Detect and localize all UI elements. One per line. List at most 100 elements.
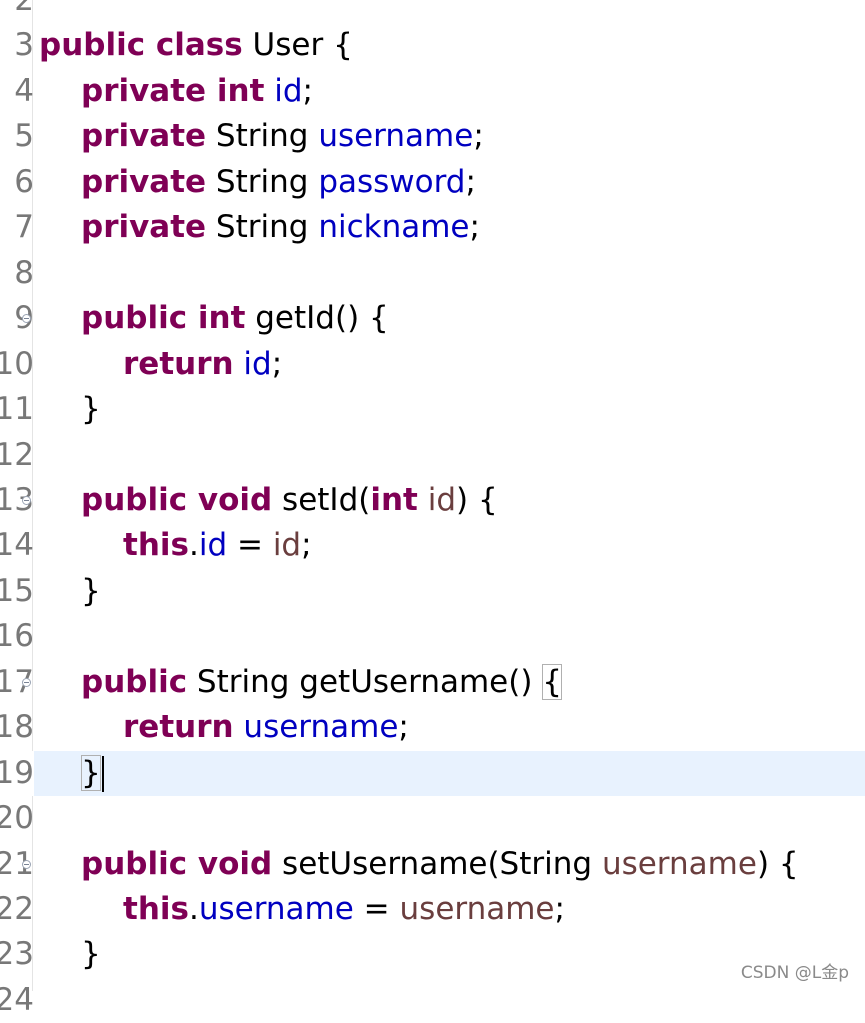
code-text: } bbox=[81, 932, 101, 977]
code-token: } bbox=[81, 572, 101, 609]
keyword-token: private bbox=[81, 163, 207, 200]
code-line[interactable]: 2 bbox=[0, 0, 865, 23]
code-line[interactable]: 19} bbox=[0, 750, 865, 796]
code-token bbox=[418, 482, 428, 518]
keyword-token: public bbox=[81, 663, 188, 700]
keyword-token: return bbox=[123, 345, 234, 382]
keyword-token: private bbox=[81, 209, 207, 246]
line-number: 22 bbox=[0, 891, 34, 927]
line-number: 18 bbox=[0, 709, 34, 746]
code-line[interactable]: 12 bbox=[0, 433, 865, 478]
code-token: ; bbox=[465, 163, 476, 200]
line-number: 15 bbox=[0, 572, 34, 609]
code-text: return id; bbox=[123, 342, 282, 387]
fold-collapse-icon[interactable] bbox=[22, 859, 31, 869]
code-text: public class User { bbox=[39, 23, 353, 68]
line-number: 20 bbox=[0, 800, 34, 837]
line-number: 7 bbox=[14, 209, 34, 246]
fold-collapse-icon[interactable] bbox=[22, 677, 31, 687]
code-line[interactable]: 11} bbox=[0, 387, 865, 432]
code-token: } bbox=[81, 754, 101, 791]
line-number: 16 bbox=[0, 618, 34, 655]
code-token: getId() { bbox=[245, 300, 389, 337]
code-line[interactable]: 24 bbox=[0, 978, 865, 1023]
code-line[interactable]: 17public String getUsername() { bbox=[0, 660, 865, 705]
fold-collapse-icon[interactable] bbox=[22, 314, 31, 324]
text-caret bbox=[101, 756, 104, 793]
code-line[interactable]: 8 bbox=[0, 251, 865, 296]
code-token: ) { bbox=[456, 481, 498, 518]
field-token: username bbox=[318, 118, 474, 155]
field-token: id bbox=[274, 72, 303, 109]
code-text: public String getUsername() { bbox=[81, 660, 563, 705]
line-number: 12 bbox=[0, 436, 34, 473]
code-token: { bbox=[542, 663, 563, 700]
code-text: } bbox=[81, 751, 104, 796]
code-text: public void setId(int id) { bbox=[81, 478, 498, 523]
code-text: private String nickname; bbox=[81, 205, 480, 250]
line-number: 8 bbox=[14, 254, 34, 291]
code-line[interactable]: 13public void setId(int id) { bbox=[0, 478, 865, 523]
field-token: id bbox=[243, 345, 272, 382]
line-number: 6 bbox=[14, 163, 34, 200]
line-number: 23 bbox=[0, 936, 34, 973]
line-number: 11 bbox=[0, 391, 34, 428]
code-token bbox=[264, 73, 274, 109]
keyword-token: public int bbox=[81, 300, 246, 337]
code-token: . bbox=[188, 527, 199, 564]
code-token: . bbox=[188, 891, 199, 927]
field-token: username bbox=[243, 709, 399, 746]
line-number: 4 bbox=[14, 72, 34, 109]
line-number: 5 bbox=[14, 118, 34, 155]
code-line[interactable]: 15} bbox=[0, 569, 865, 614]
keyword-token: int bbox=[370, 481, 418, 518]
keyword-token: public class bbox=[39, 27, 243, 64]
code-line[interactable]: 20 bbox=[0, 796, 865, 841]
code-line[interactable]: 23} bbox=[0, 932, 865, 977]
keyword-token: public void bbox=[81, 845, 273, 882]
code-token: = bbox=[227, 527, 273, 564]
parameter-token: id bbox=[427, 481, 457, 518]
line-number: 24 bbox=[0, 981, 34, 1018]
code-token: } bbox=[81, 391, 101, 428]
keyword-token: private bbox=[81, 118, 207, 155]
code-token: String getUsername() bbox=[187, 663, 543, 700]
code-token: String bbox=[206, 163, 319, 200]
fold-collapse-icon[interactable] bbox=[22, 495, 31, 505]
code-line[interactable]: 4 private int id; bbox=[0, 69, 865, 114]
code-text: } bbox=[81, 569, 101, 614]
line-number: 2 bbox=[14, 0, 34, 18]
parameter-token: username bbox=[399, 891, 555, 927]
code-token: setId( bbox=[272, 481, 371, 518]
code-token: ) { bbox=[756, 845, 799, 882]
code-line[interactable]: 18 return username; bbox=[0, 705, 865, 750]
code-line[interactable]: 16 bbox=[0, 614, 865, 659]
parameter-token: id bbox=[272, 527, 302, 564]
code-line[interactable]: 6 private String password; bbox=[0, 160, 865, 205]
code-token: ; bbox=[302, 72, 313, 109]
code-token: setUsername(String bbox=[272, 845, 602, 882]
gutter-divider bbox=[32, 0, 33, 991]
code-token: String bbox=[206, 118, 319, 155]
code-token bbox=[234, 346, 244, 382]
code-line[interactable]: 7 private String nickname; bbox=[0, 205, 865, 250]
code-token: = bbox=[353, 891, 400, 927]
code-text: private int id; bbox=[81, 69, 313, 114]
code-token: ; bbox=[271, 345, 283, 382]
keyword-token: public void bbox=[81, 481, 273, 518]
code-line[interactable]: 9public int getId() { bbox=[0, 296, 865, 341]
code-token: ; bbox=[398, 709, 409, 746]
code-text: return username; bbox=[123, 705, 409, 750]
line-number: 19 bbox=[0, 750, 34, 796]
code-text: this.id = id; bbox=[123, 523, 312, 568]
code-text: private String password; bbox=[81, 160, 476, 205]
keyword-token: private int bbox=[81, 72, 265, 109]
code-text: } bbox=[81, 387, 101, 432]
